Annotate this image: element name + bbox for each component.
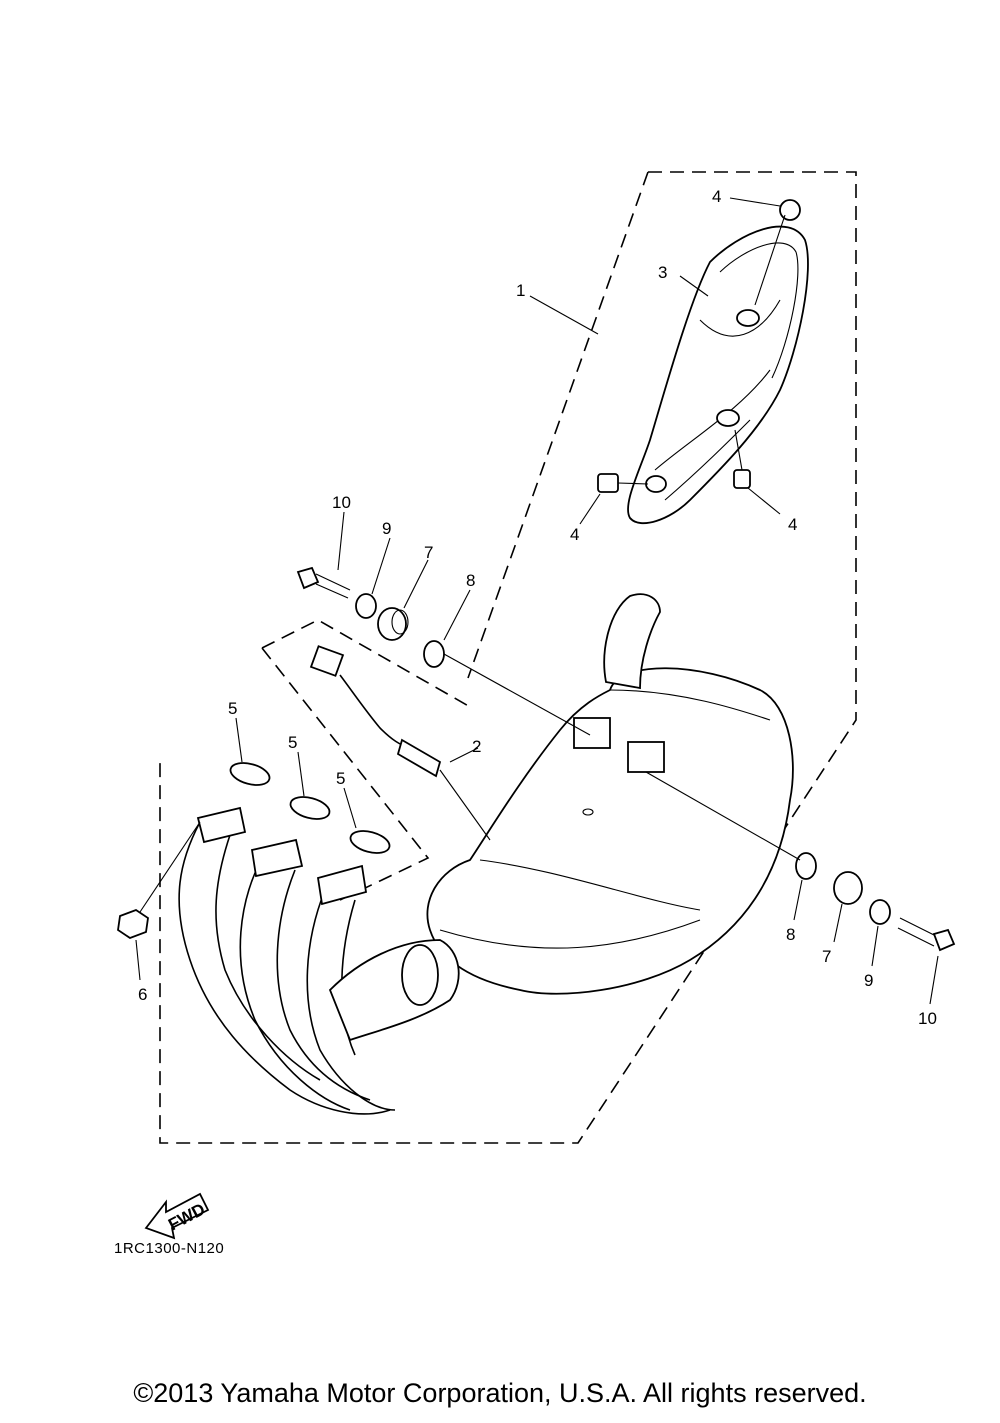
assembly-1-outline [159,171,857,1144]
callout-10: 10 [918,1009,937,1028]
mount-bolt-right [897,917,956,952]
callout-2: 2 [472,737,481,756]
forward-arrow-icon: FWD [144,1192,210,1240]
callout-5: 5 [336,769,345,788]
callout-9: 9 [382,519,391,538]
callout-8: 8 [786,925,795,944]
collar-right [645,771,817,880]
assembly-1-outline-inner [467,171,649,679]
drawing-code: 1RC1300-N120 [114,1240,225,1257]
callout-6: 6 [138,985,147,1004]
callout-9: 9 [864,971,873,990]
callout-8: 8 [466,571,475,590]
copyright-notice: ©2013 Yamaha Motor Corporation, U.S.A. A… [133,1378,867,1408]
sensor-group-outline [261,619,473,901]
damper-right [833,871,863,905]
heat-protector [627,225,809,525]
washer-right [869,899,891,925]
gasket [349,830,391,854]
callout-4: 4 [712,187,721,206]
callout-3: 3 [658,263,667,282]
damper-left [377,607,409,641]
leader-lines [135,197,939,1005]
callout-5: 5 [228,699,237,718]
muffler [426,593,794,995]
callout-4: 4 [788,515,797,534]
callout-1: 1 [516,281,525,300]
flange-nut [117,821,201,940]
callout-4: 4 [570,525,579,544]
callout-5: 5 [288,733,297,752]
exhaust-pipes [178,806,460,1115]
washer-left [355,593,377,619]
callout-7: 7 [424,543,433,562]
collar-left [423,640,591,736]
protector-bolt [597,473,649,493]
gasket [229,762,271,786]
mount-bolt-left [296,566,351,599]
protector-bolt [733,429,751,489]
gasket [289,796,331,820]
callout-10: 10 [332,493,351,512]
protector-bolt [754,199,801,306]
oxygen-sensor [309,645,491,841]
callout-7: 7 [822,947,831,966]
